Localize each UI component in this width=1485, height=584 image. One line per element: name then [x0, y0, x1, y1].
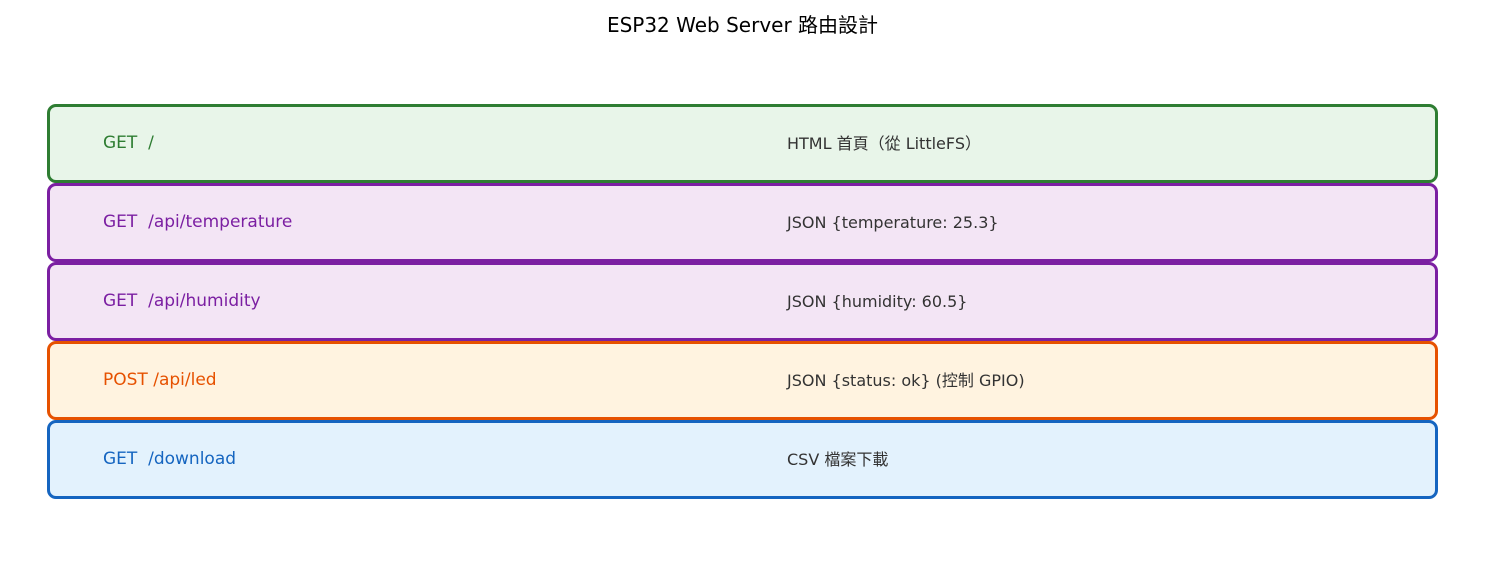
route-endpoint: GET / — [103, 133, 154, 153]
route-description: CSV 檔案下載 — [787, 450, 889, 469]
route-endpoint: GET /api/humidity — [103, 291, 261, 311]
route-description: JSON {temperature: 25.3} — [787, 213, 999, 232]
route-row-download: GET /download CSV 檔案下載 — [47, 420, 1438, 499]
route-endpoint: GET /api/temperature — [103, 212, 293, 232]
route-endpoint: GET /download — [103, 449, 237, 469]
route-description: JSON {status: ok} (控制 GPIO) — [787, 371, 1025, 390]
route-row-api-temperature: GET /api/temperature JSON {temperature: … — [47, 183, 1438, 262]
route-row-api-led: POST /api/led JSON {status: ok} (控制 GPIO… — [47, 341, 1438, 420]
route-row-root: GET / HTML 首頁（從 LittleFS） — [47, 104, 1438, 183]
route-row-api-humidity: GET /api/humidity JSON {humidity: 60.5} — [47, 262, 1438, 341]
route-description: HTML 首頁（從 LittleFS） — [787, 134, 981, 153]
diagram-title: ESP32 Web Server 路由設計 — [606, 13, 879, 37]
route-description: JSON {humidity: 60.5} — [787, 292, 968, 311]
route-endpoint: POST /api/led — [103, 370, 217, 390]
